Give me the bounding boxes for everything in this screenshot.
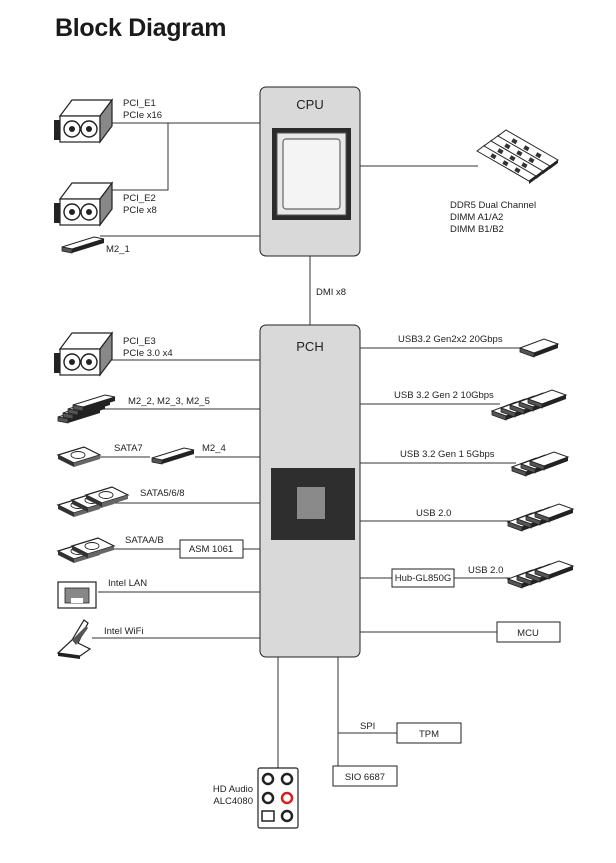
usb-10g-connectors-icon xyxy=(491,389,567,421)
sio6687-box xyxy=(332,765,398,787)
m2-4-label: M2_4 xyxy=(202,443,226,454)
usb2-a-label: USB 2.0 xyxy=(416,508,451,519)
sata7-disk-icon xyxy=(57,446,101,468)
usb-5g-label: USB 3.2 Gen 1 5Gbps xyxy=(400,449,495,460)
cpu-chip-icon xyxy=(272,128,351,220)
usb2-a-connectors-icon xyxy=(507,503,574,532)
asm1061-label: ASM 1061 xyxy=(189,544,233,555)
pcie2-speed: PCIe x8 xyxy=(123,205,157,216)
usb2-b-label: USB 2.0 xyxy=(468,565,503,576)
m2-4-ssd-icon xyxy=(151,447,195,465)
usb-5g-connectors-icon xyxy=(511,451,569,477)
tpm-box xyxy=(396,722,462,744)
audio-label-1: HD Audio xyxy=(213,784,253,795)
audio-jacks-icon xyxy=(257,767,299,829)
m2-235-label: M2_2, M2_3, M2_5 xyxy=(128,396,210,407)
pcie1-speed: PCIe x16 xyxy=(123,110,162,121)
pcie2-line xyxy=(108,123,169,191)
pcie3-name: PCI_E3 xyxy=(123,336,156,347)
pcie2-card-icon xyxy=(53,182,113,226)
wifi-antenna-icon xyxy=(56,619,92,659)
dmi-label: DMI x8 xyxy=(316,287,346,298)
sataab-label: SATAA/B xyxy=(125,535,164,546)
tpm-label: TPM xyxy=(419,729,439,740)
pch-label: PCH xyxy=(296,339,323,354)
pcie1-name: PCI_E1 xyxy=(123,98,156,109)
pcie3-speed: PCIe 3.0 x4 xyxy=(123,348,173,359)
sataab-disks-icon xyxy=(57,537,115,564)
sio6687-label: SIO 6687 xyxy=(345,772,385,783)
m2-1-ssd-icon xyxy=(61,236,105,254)
ddr5-line2: DIMM A1/A2 xyxy=(450,212,503,223)
cpu-label: CPU xyxy=(296,97,323,112)
page-title: Block Diagram xyxy=(55,14,227,42)
lan-label: Intel LAN xyxy=(108,578,147,589)
usb2-b-connectors-icon xyxy=(507,560,574,589)
sata568-label: SATA5/6/8 xyxy=(140,488,185,499)
wifi-label: Intel WiFi xyxy=(104,626,144,637)
pch-chip-icon xyxy=(271,468,355,540)
mcu-box xyxy=(496,621,561,643)
pcie3-card-icon xyxy=(53,332,113,376)
audio-label-2: ALC4080 xyxy=(213,796,253,807)
pcie1-card-icon xyxy=(53,99,113,143)
ddr5-line1: DDR5 Dual Channel xyxy=(450,200,536,211)
asm1061-box xyxy=(179,539,244,559)
usb-10g-label: USB 3.2 Gen 2 10Gbps xyxy=(394,390,494,401)
hub-gl850g-label: Hub-GL850G xyxy=(395,573,452,584)
sata-disks-icon xyxy=(57,486,129,518)
m2-1-label: M2_1 xyxy=(106,244,130,255)
sata7-label: SATA7 xyxy=(114,443,143,454)
ddr5-line3: DIMM B1/B2 xyxy=(450,224,504,235)
dimm-modules-icon xyxy=(476,129,559,185)
usb-20g-label: USB3.2 Gen2x2 20Gbps xyxy=(398,334,503,345)
spi-label: SPI xyxy=(360,721,375,732)
pcie2-name: PCI_E2 xyxy=(123,193,156,204)
ethernet-port-icon xyxy=(57,581,97,609)
usb-20g-connector-icon xyxy=(519,338,559,358)
mcu-label: MCU xyxy=(517,628,539,639)
